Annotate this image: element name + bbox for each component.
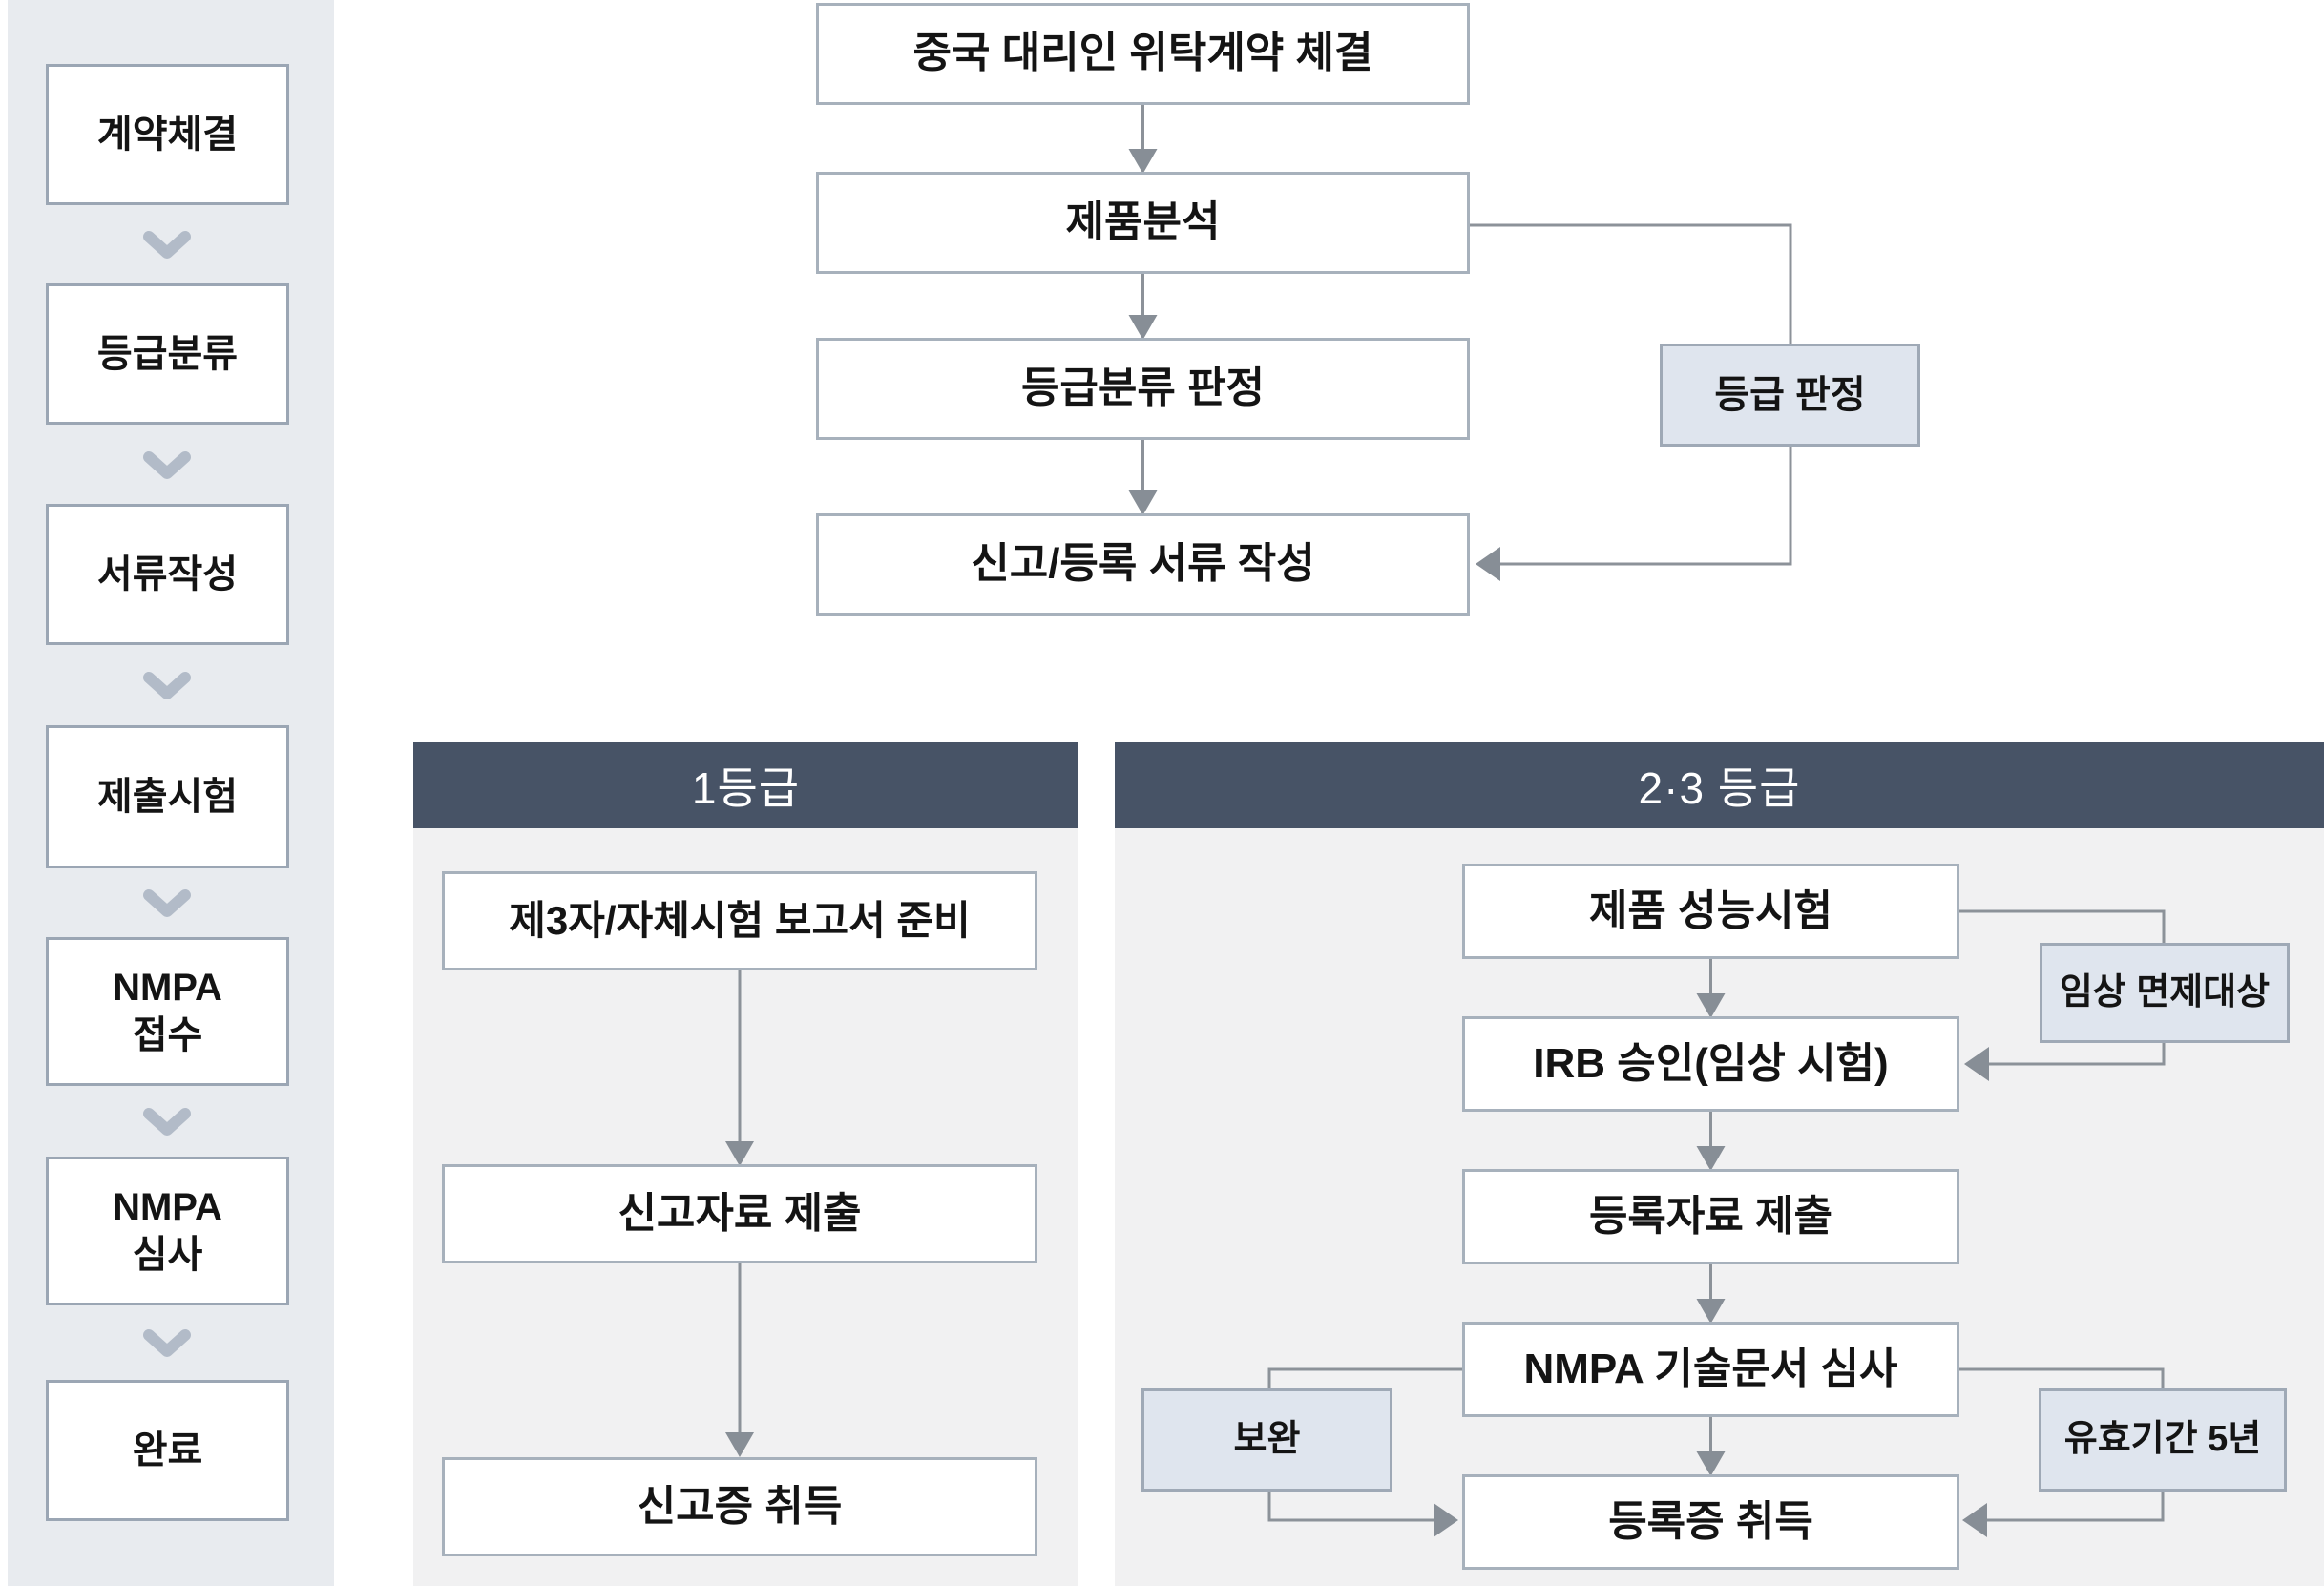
sidebar-step-classification: 등급분류 — [46, 283, 289, 425]
sidebar-step-documents: 서류작성 — [46, 504, 289, 645]
grade23-step-irb-approval: IRB 승인(임상 시험) — [1462, 1016, 1959, 1112]
chevron-down-icon — [143, 672, 191, 699]
grade23-panel-header: 2·3 등급 — [1115, 742, 2324, 828]
grade23-step-obtain-registration: 등록증 취득 — [1462, 1474, 1959, 1570]
arrowhead-down-icon — [1128, 149, 1158, 174]
arrowhead-left-icon — [1964, 1047, 1989, 1081]
arrowhead-down-icon — [1696, 993, 1726, 1018]
flow-step-document-preparation: 신고/등록 서류 작성 — [816, 513, 1470, 616]
arrowhead-left-icon — [1962, 1503, 1987, 1537]
grade23-step-nmpa-technical-review: NMPA 기술문서 심사 — [1462, 1322, 1959, 1417]
grade23-panel-title: 2·3 등급 — [1638, 763, 1801, 813]
arrowhead-right-icon — [1434, 1503, 1458, 1537]
flow-step-agent-contract: 중국 대리인 위탁계약 체결 — [816, 3, 1470, 105]
sidebar-step-nmpa-review: NMPA 심사 — [46, 1157, 289, 1305]
supplement-box: 보완 — [1141, 1388, 1392, 1492]
arrowhead-down-icon — [725, 1432, 754, 1457]
sidebar-step-complete: 완료 — [46, 1380, 289, 1521]
arrowhead-left-icon — [1476, 547, 1500, 581]
grade1-step-obtain-certificate: 신고증 취득 — [442, 1457, 1037, 1556]
arrowhead-down-icon — [725, 1141, 754, 1166]
grade1-step-test-report: 제3자/자체시험 보고서 준비 — [442, 871, 1037, 970]
arrowhead-down-icon — [1128, 315, 1158, 340]
arrowhead-down-icon — [1696, 1299, 1726, 1324]
chevron-down-icon — [143, 231, 191, 259]
arrowhead-down-icon — [1696, 1451, 1726, 1476]
grade-decision-box: 등급 판정 — [1660, 344, 1920, 447]
sidebar-step-testing: 제출시험 — [46, 725, 289, 868]
flow-step-product-analysis: 제품분석 — [816, 172, 1470, 274]
arrowhead-down-icon — [1128, 490, 1158, 515]
chevron-down-icon — [143, 889, 191, 917]
sidebar-step-contract: 계약체결 — [46, 64, 289, 205]
validity-period-box: 유효기간 5년 — [2039, 1388, 2287, 1492]
grade23-step-performance-test: 제품 성능시험 — [1462, 864, 1959, 959]
grade1-panel-title: 1등급 — [691, 763, 801, 813]
grade23-step-submit-registration: 등록자료 제출 — [1462, 1169, 1959, 1264]
chevron-down-icon — [143, 1329, 191, 1357]
sidebar-step-nmpa-filing: NMPA 접수 — [46, 937, 289, 1086]
grade1-panel-header: 1등급 — [413, 742, 1078, 828]
arrowhead-down-icon — [1696, 1146, 1726, 1171]
grade1-step-submit-filing: 신고자료 제출 — [442, 1164, 1037, 1263]
chevron-down-icon — [143, 451, 191, 479]
chevron-down-icon — [143, 1108, 191, 1136]
flow-step-grade-classification: 등급분류 판정 — [816, 338, 1470, 440]
clinical-exemption-box: 임상 면제대상 — [2040, 943, 2290, 1043]
